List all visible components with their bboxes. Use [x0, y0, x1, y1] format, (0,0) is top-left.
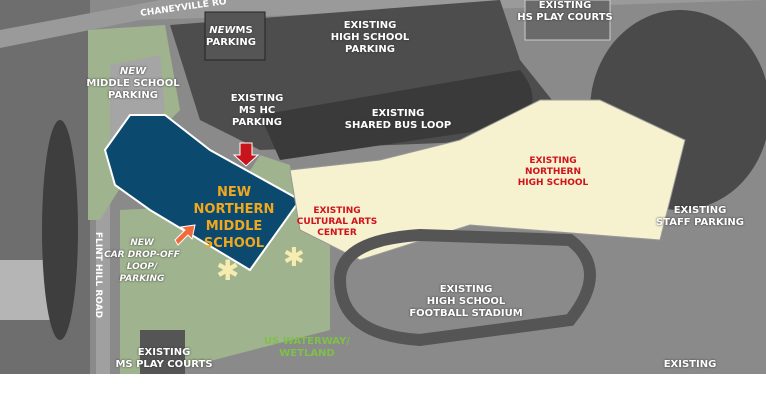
new-ms-parking-lot	[204, 11, 266, 61]
label-new-car-dropoff: NEW CAR DROP-OFF LOOP/PARKING	[104, 237, 180, 285]
label-text: NORTHERN	[193, 202, 275, 217]
label-text: EXISTING	[343, 20, 397, 31]
label-text: HIGH SCHOOL	[330, 32, 410, 43]
bus-loop	[260, 70, 533, 160]
label-text: NEW	[216, 185, 252, 200]
label-text: MS PLAY COURTS	[115, 359, 213, 370]
label-text: NEW	[209, 25, 236, 36]
arrow-red-icon	[232, 142, 260, 167]
asterisk-icon: ✱	[283, 243, 305, 273]
label-text: CAR DROP-OFF	[104, 250, 180, 260]
label-new-northern-ms: NEW NORTHERN MIDDLE SCHOOL	[194, 184, 275, 252]
label-text: PARKING	[206, 37, 256, 48]
label-text: CENTER	[317, 228, 357, 238]
label-text: EXISTING	[137, 347, 191, 358]
label-text: PARKING	[119, 274, 165, 284]
label-text: HIGH SCHOOL	[517, 178, 589, 188]
site-plan-map: ✱ ✱ CHANEYVILLE RO FLINT HILL ROAD NEWMS…	[0, 0, 766, 374]
new-middle-school-building	[103, 114, 302, 272]
label-text: NORTHERN	[525, 167, 581, 177]
arrow-orange-icon	[174, 224, 196, 246]
label-text: WETLAND	[279, 348, 335, 359]
label-text: EXISTING	[313, 206, 361, 216]
existing-high-school-building	[289, 99, 686, 261]
road-label-flint-hill: FLINT HILL ROAD	[93, 231, 104, 319]
label-text: HIGH SCHOOL	[426, 296, 506, 307]
label-text: PARKING	[345, 44, 395, 55]
label-text: US WATERWAY/	[264, 336, 350, 347]
label-us-waterway: US WATERWAY/WETLAND	[264, 336, 350, 360]
label-existing-cut: EXISTING	[663, 359, 717, 370]
label-text: LOOP/	[126, 262, 158, 272]
label-text: NEW	[119, 66, 147, 77]
label-text: CULTURAL ARTS	[296, 217, 378, 227]
chaneyville-road	[0, 0, 766, 48]
label-text: FOOTBALL STADIUM	[409, 308, 523, 319]
label-text: MS HC	[238, 105, 276, 116]
label-text: EXISTING	[230, 93, 284, 104]
map-graphics: ✱ ✱	[0, 0, 766, 374]
label-text: PARKING	[232, 117, 282, 128]
label-text: SCHOOL	[203, 236, 265, 251]
label-text: MIDDLE	[205, 219, 263, 234]
label-text: EXISTING	[439, 284, 493, 295]
label-text: MIDDLE SCHOOL	[86, 78, 180, 89]
label-text: EXISTING	[529, 156, 577, 166]
asterisk-icon: ✱	[216, 254, 239, 287]
label-text: PARKING	[108, 90, 158, 101]
label-text: NEW	[130, 238, 154, 248]
label-text: HS PLAY COURTS	[517, 12, 613, 23]
running-track	[333, 228, 596, 347]
label-text: EXISTING	[371, 108, 425, 119]
label-text: MS	[235, 25, 253, 36]
label-text: SHARED BUS LOOP	[344, 120, 452, 131]
label-text: EXISTING	[673, 205, 727, 216]
label-text: EXISTING	[538, 0, 592, 11]
label-text: STAFF PARKING	[655, 217, 745, 228]
